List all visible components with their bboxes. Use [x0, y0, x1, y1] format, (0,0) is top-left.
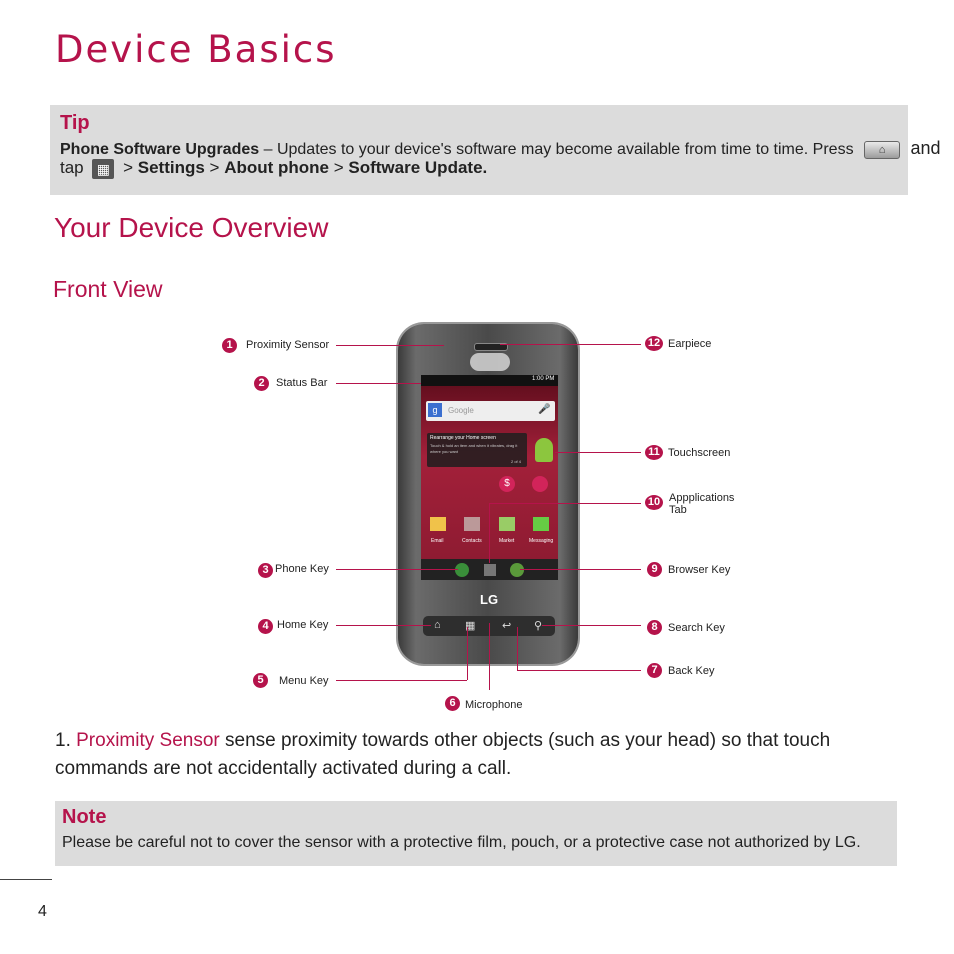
path-separator: > — [123, 158, 138, 177]
callout-earpiece: Earpiece — [668, 338, 711, 350]
dollar-app-icon: $ — [499, 476, 515, 492]
footer-rule — [0, 879, 52, 880]
app-label-contacts: Contacts — [462, 538, 482, 544]
leader-line — [336, 569, 458, 570]
tip-upgrades-text: – Updates to your device's software may … — [259, 141, 853, 158]
leader-line — [555, 452, 641, 453]
callout-applications-tab: Appplications Tab — [669, 492, 734, 516]
page-number: 4 — [38, 903, 47, 921]
tip-about-phone: About phone — [224, 158, 329, 177]
callout-number: 1 — [222, 338, 237, 353]
tip-and: and — [910, 138, 940, 158]
callout-number: 10 — [645, 495, 663, 510]
email-icon — [430, 517, 446, 531]
leader-line — [542, 625, 641, 626]
callout-number: 5 — [253, 673, 268, 688]
callout-status-bar: Status Bar — [276, 377, 327, 389]
hint-body: Touch & hold an item and when it vibrate… — [430, 443, 525, 456]
market-icon — [499, 517, 515, 531]
callout-browser-key: Browser Key — [668, 564, 730, 576]
callout-touchscreen: Touchscreen — [668, 447, 730, 459]
shop-app-icon — [532, 476, 548, 492]
mic-icon: 🎤 — [538, 404, 550, 415]
app-label-messaging: Messaging — [529, 538, 553, 544]
page-title: Device Basics — [55, 28, 337, 71]
callout-number: 11 — [645, 445, 663, 460]
phone-dock-icon — [455, 563, 469, 577]
leader-line — [489, 503, 641, 504]
apps-grid-icon: ▦ — [92, 159, 114, 179]
leader-line — [467, 627, 468, 680]
search-placeholder: Google — [448, 406, 474, 415]
contacts-icon — [464, 517, 480, 531]
home-hw-icon: ⌂ — [434, 619, 441, 631]
tip-software-update: Software Update. — [348, 158, 487, 177]
callout-number: 3 — [258, 563, 273, 578]
tip-line-2: tap ▦ > Settings > About phone > Softwar… — [60, 158, 487, 179]
applications-tab-line1: Appplications — [669, 492, 734, 504]
tip-line-1: Phone Software Upgrades – Updates to you… — [60, 138, 941, 159]
callout-search-key: Search Key — [668, 622, 725, 634]
callout-number: 7 — [647, 663, 662, 678]
apps-dock-icon — [484, 564, 496, 576]
leader-line — [336, 383, 421, 384]
callout-phone-key: Phone Key — [275, 563, 329, 575]
hint-title: Rearrange your Home screen — [430, 435, 525, 441]
callout-menu-key: Menu Key — [279, 675, 329, 687]
leader-line — [336, 625, 431, 626]
app-label-market: Market — [499, 538, 514, 544]
leader-line — [336, 345, 444, 346]
callout-microphone: Microphone — [465, 699, 522, 711]
back-hw-icon: ↩ — [502, 619, 511, 632]
callout-back-key: Back Key — [668, 665, 714, 677]
note-heading: Note — [62, 806, 106, 829]
callout-number: 9 — [647, 562, 662, 577]
item-term: Proximity Sensor — [76, 730, 220, 751]
callout-number: 2 — [254, 376, 269, 391]
google-g-icon: g — [428, 403, 442, 417]
subsection-title: Front View — [53, 276, 163, 303]
google-search-bar — [426, 401, 555, 421]
tip-tap: tap — [60, 158, 84, 177]
callout-number: 6 — [445, 696, 460, 711]
item-proximity-sensor: 1. Proximity Sensor sense proximity towa… — [55, 727, 915, 783]
android-icon — [535, 438, 553, 462]
path-separator: > — [205, 158, 224, 177]
leader-line — [500, 344, 641, 345]
item-prefix: 1. — [55, 730, 76, 751]
messaging-icon — [533, 517, 549, 531]
search-hw-icon: ⚲ — [534, 619, 542, 632]
callout-number: 12 — [645, 336, 663, 351]
tip-upgrades-label: Phone Software Upgrades — [60, 141, 259, 158]
leader-line — [517, 627, 518, 670]
status-time: 1:00 PM — [532, 376, 554, 382]
callout-proximity-sensor: Proximity Sensor — [246, 339, 329, 351]
callout-number: 8 — [647, 620, 662, 635]
tip-heading: Tip — [60, 112, 90, 135]
note-text: Please be careful not to cover the senso… — [62, 834, 861, 852]
callout-home-key: Home Key — [277, 619, 328, 631]
applications-tab-line2: Tab — [669, 504, 734, 516]
hint-pages: 2 of 4 — [511, 459, 521, 464]
callout-number: 4 — [258, 619, 273, 634]
leader-line — [489, 623, 490, 690]
tip-settings: Settings — [138, 158, 205, 177]
app-label-email: Email — [431, 538, 444, 544]
path-separator: > — [329, 158, 348, 177]
leader-line — [517, 670, 641, 671]
leader-line — [336, 680, 467, 681]
home-key-icon: ⌂ — [864, 141, 900, 159]
section-title: Your Device Overview — [54, 212, 328, 244]
browser-dock-icon — [510, 563, 524, 577]
carrier-logo — [470, 353, 510, 371]
leader-line — [489, 503, 490, 563]
lg-logo: LG — [480, 592, 498, 607]
leader-line — [520, 569, 641, 570]
